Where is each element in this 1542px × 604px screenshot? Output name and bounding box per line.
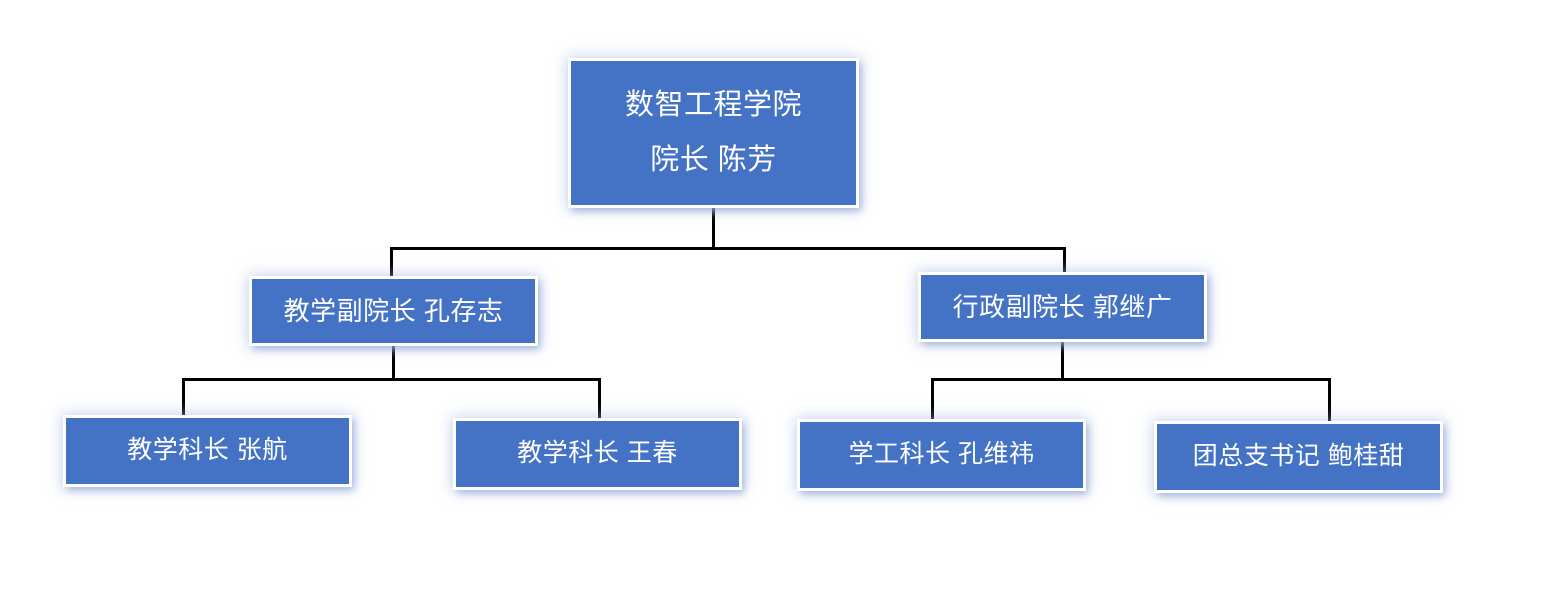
connector-mid-left-bus <box>182 378 601 381</box>
org-node-leaf-4[interactable]: 团总支书记 鲍桂甜 <box>1157 424 1440 490</box>
connector-mid-right-to-leaf-3 <box>931 378 934 423</box>
connector-mid-left-to-leaf-1 <box>182 378 185 419</box>
org-node-vice-dean-administrative-label: 行政副院长 郭继广 <box>952 291 1173 322</box>
connector-mid-left-stem <box>392 343 395 380</box>
org-node-vice-dean-academic-label: 教学副院长 孔存志 <box>283 295 504 326</box>
connector-root-to-mid-right <box>1063 247 1066 276</box>
org-node-root-line1: 数智工程学院 <box>624 88 802 121</box>
connector-root-stem <box>712 205 715 250</box>
org-node-leaf-2[interactable]: 教学科长 王春 <box>456 421 739 487</box>
connector-mid-right-to-leaf-4 <box>1328 378 1331 425</box>
org-node-leaf-4-label: 团总支书记 鲍桂甜 <box>1192 442 1405 471</box>
connector-mid-right-bus <box>931 378 1331 381</box>
org-node-leaf-3-label: 学工科长 孔维祎 <box>848 440 1035 469</box>
connector-mid-right-stem <box>1061 339 1064 380</box>
connector-root-to-mid-left <box>390 247 393 280</box>
org-node-vice-dean-academic[interactable]: 教学副院长 孔存志 <box>252 279 535 343</box>
org-node-leaf-2-label: 教学科长 王春 <box>517 439 678 468</box>
org-node-leaf-1-label: 教学科长 张航 <box>127 436 288 465</box>
connector-mid-left-to-leaf-2 <box>598 378 601 422</box>
org-node-leaf-3[interactable]: 学工科长 孔维祎 <box>800 422 1083 488</box>
org-node-leaf-1[interactable]: 教学科长 张航 <box>66 418 349 484</box>
org-node-root-line2: 院长 陈芳 <box>650 144 777 176</box>
org-node-root[interactable]: 数智工程学院 院长 陈芳 <box>571 61 856 205</box>
connector-root-bus <box>390 247 1066 250</box>
org-node-vice-dean-administrative[interactable]: 行政副院长 郭继广 <box>921 275 1204 339</box>
